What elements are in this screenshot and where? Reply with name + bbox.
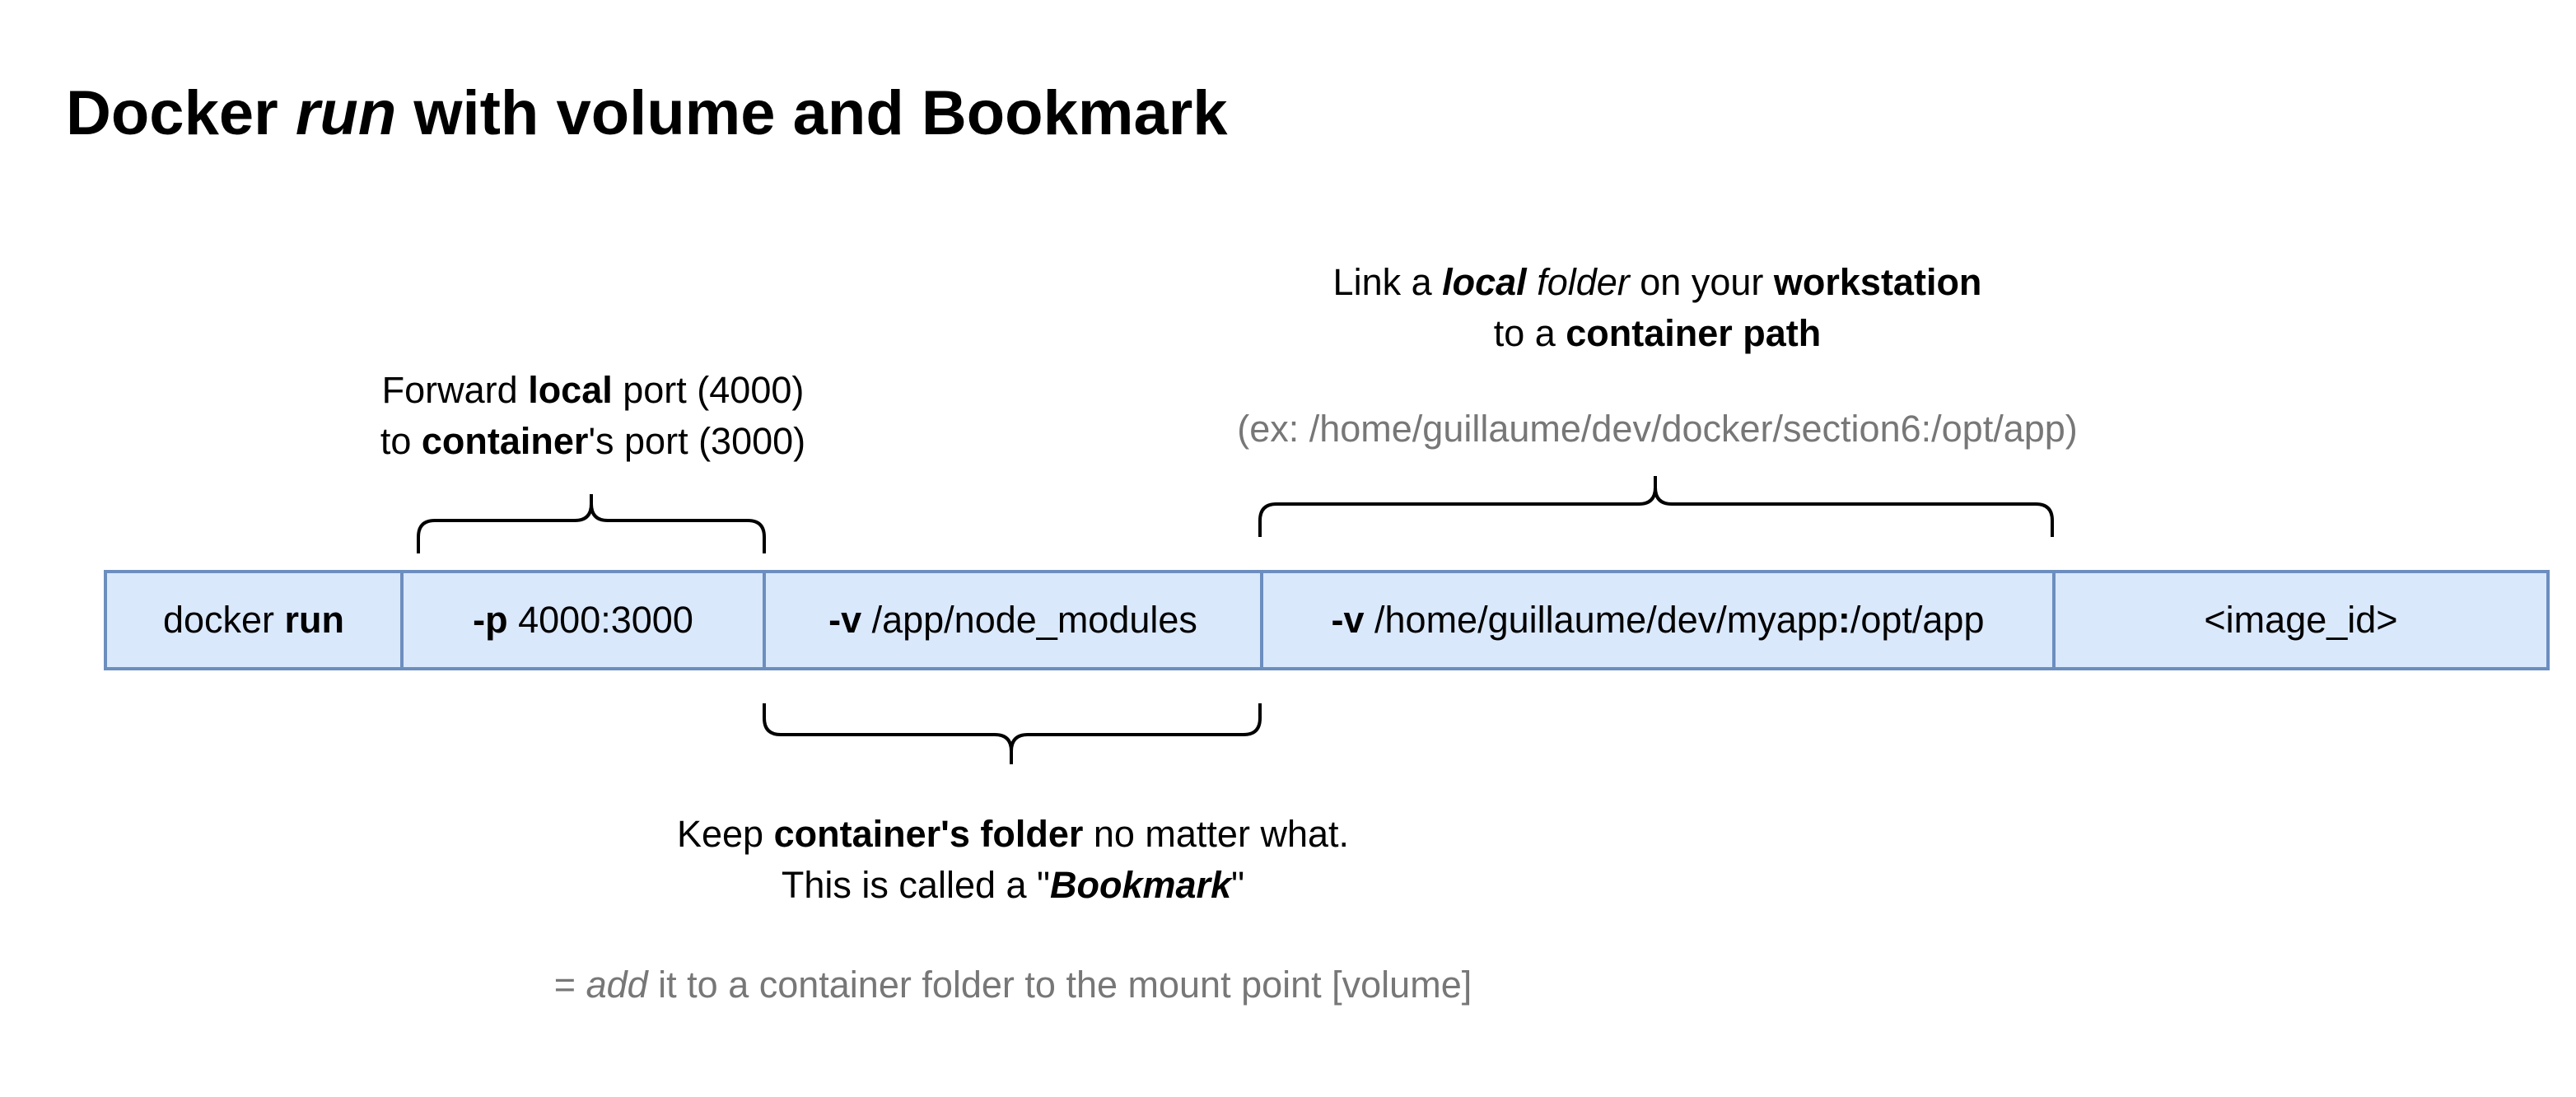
- text-run: no matter what.: [1083, 813, 1350, 855]
- segment-port-flag: -p 4000:3000: [400, 570, 766, 670]
- diagram-title: Docker run with volume and Bookmark: [66, 82, 1228, 145]
- port-brace: [417, 494, 766, 553]
- text-run: 's port (3000): [588, 420, 806, 462]
- text-run: on your: [1629, 261, 1774, 303]
- text-run: <image_id>: [2204, 599, 2398, 641]
- text-run: -p: [473, 599, 508, 641]
- text-run: container path: [1566, 312, 1822, 354]
- text-run: Bookmark: [1050, 864, 1232, 906]
- text-run: container's folder: [773, 813, 1084, 855]
- text-run: :: [1837, 599, 1850, 641]
- segment-bookmark-volume: -v /app/node_modules: [763, 570, 1263, 670]
- text-run: run: [284, 599, 345, 641]
- segment-docker-run: docker run: [104, 570, 404, 670]
- volume-example: (ex: /home/guillaume/dev/docker/section6…: [1237, 408, 2078, 450]
- text-run: local: [528, 369, 613, 411]
- volume-annotation: Link a local folder on your workstation …: [1153, 257, 2162, 359]
- port-annotation-line: to container's port (3000): [366, 416, 819, 467]
- text-run: /opt/app: [1850, 599, 1985, 641]
- text-run: Keep: [676, 813, 774, 855]
- text-run: Link a: [1332, 261, 1443, 303]
- text-run: -v: [828, 599, 862, 641]
- text-run: to: [380, 420, 422, 462]
- text-run: local: [1442, 261, 1527, 303]
- text-run: port (4000): [612, 369, 805, 411]
- segment-mount-volume: -v /home/guillaume/dev/myapp:/opt/app: [1260, 570, 2056, 670]
- title-text-end: with volume and Bookmark: [396, 78, 1228, 148]
- bookmark-footnote: = add it to a container folder to the mo…: [461, 959, 1565, 1011]
- text-run: add: [586, 964, 648, 1006]
- text-run: docker: [162, 599, 285, 641]
- port-annotation-line: Forward local port (4000): [366, 365, 819, 416]
- text-run: ": [1231, 864, 1245, 906]
- text-run: 4000:3000: [507, 599, 693, 641]
- title-text: Docker: [66, 78, 296, 148]
- text-run: folder: [1537, 261, 1630, 303]
- title-emphasis: run: [295, 78, 397, 148]
- volume-annotation-line: to a container path: [1153, 308, 2162, 359]
- text-run: workstation: [1773, 261, 1982, 303]
- text-run: /home/guillaume/dev/myapp: [1364, 599, 1838, 641]
- volume-brace: [1258, 476, 2054, 537]
- text-run: =: [553, 964, 586, 1006]
- bookmark-annotation: Keep container's folder no matter what. …: [576, 809, 1449, 911]
- text-run: container: [421, 420, 589, 462]
- bookmark-annotation-line: Keep container's folder no matter what.: [576, 809, 1449, 860]
- text-run: This is called a ": [781, 864, 1051, 906]
- segment-image-id: <image_id>: [2052, 570, 2550, 670]
- text-run: -v: [1331, 599, 1365, 641]
- volume-annotation-line: Link a local folder on your workstation: [1153, 257, 2162, 308]
- text-run: it to a container folder to the mount po…: [647, 964, 1472, 1006]
- bookmark-brace: [763, 703, 1262, 764]
- text-run: /app/node_modules: [861, 599, 1197, 641]
- text-run: to a: [1493, 312, 1566, 354]
- port-annotation: Forward local port (4000) to container's…: [366, 365, 819, 467]
- text-run: Forward: [381, 369, 529, 411]
- bookmark-annotation-line: This is called a "Bookmark": [576, 860, 1449, 911]
